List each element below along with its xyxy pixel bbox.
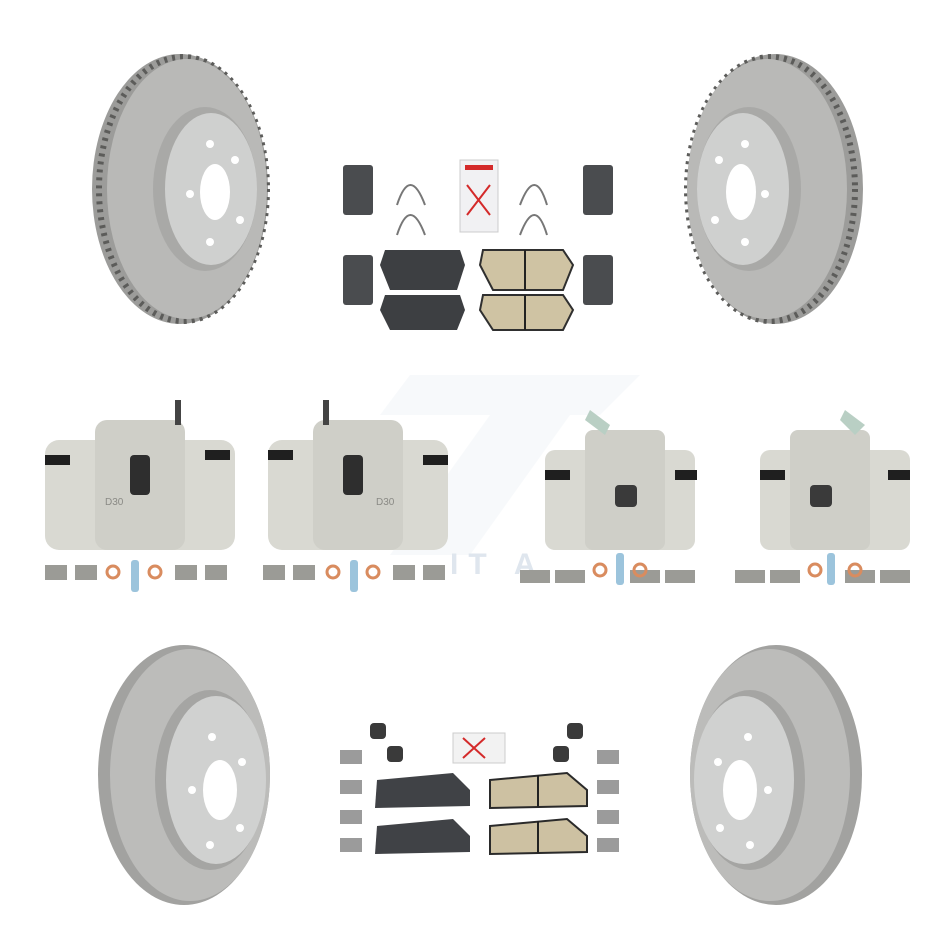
abutment-clips-left <box>343 165 373 305</box>
svg-text:D30: D30 <box>105 497 124 508</box>
front-caliper-2: D30 <box>263 400 448 592</box>
front-left-rotor <box>92 54 270 324</box>
rear-right-rotor <box>690 645 862 905</box>
rear-left-rotor <box>98 645 270 905</box>
front-caliper-1: D30 <box>45 400 235 592</box>
rear-pad-set <box>343 159 613 331</box>
rear-caliper-2 <box>735 410 910 585</box>
abutment-clips-right <box>583 165 613 305</box>
rear-caliper-1 <box>520 410 697 585</box>
front-right-rotor <box>684 54 863 324</box>
svg-text:D30: D30 <box>376 497 395 508</box>
front-pad-set <box>340 723 619 856</box>
